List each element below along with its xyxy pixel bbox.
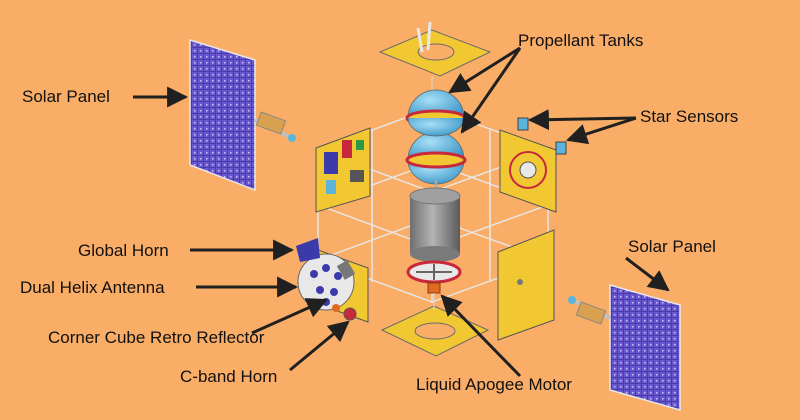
top-deck-plate (378, 21, 492, 92)
corner-cube-reflector (332, 304, 340, 312)
propellant-tanks (405, 89, 467, 200)
right-side-panel (497, 229, 555, 341)
star-sensor-2 (555, 141, 567, 155)
left-equipment-panel (315, 127, 371, 213)
solar-panel-left (189, 38, 296, 192)
label-propellant-tanks: Propellant Tanks (518, 31, 643, 50)
label-star-sensors: Star Sensors (640, 107, 738, 126)
label-dual-helix-antenna: Dual Helix Antenna (20, 278, 165, 297)
label-liquid-apogee-motor: Liquid Apogee Motor (416, 375, 572, 394)
star-sensor-1 (517, 117, 529, 131)
solar-panel-right (568, 284, 681, 411)
liquid-apogee-motor (406, 260, 462, 294)
label-global-horn: Global Horn (78, 241, 169, 260)
label-solar-panel-left: Solar Panel (22, 87, 110, 106)
central-cylinder (409, 187, 461, 262)
antenna-panel (296, 238, 369, 323)
callout-arrows (133, 46, 670, 378)
global-horn (296, 238, 320, 262)
label-corner-cube-retro-reflector: Corner Cube Retro Reflector (48, 328, 265, 347)
label-solar-panel-right: Solar Panel (628, 237, 716, 256)
bottom-deck-plate (380, 293, 490, 357)
label-c-band-horn: C-band Horn (180, 367, 277, 386)
c-band-horn (343, 307, 357, 321)
star-sensor-panel (499, 117, 567, 213)
